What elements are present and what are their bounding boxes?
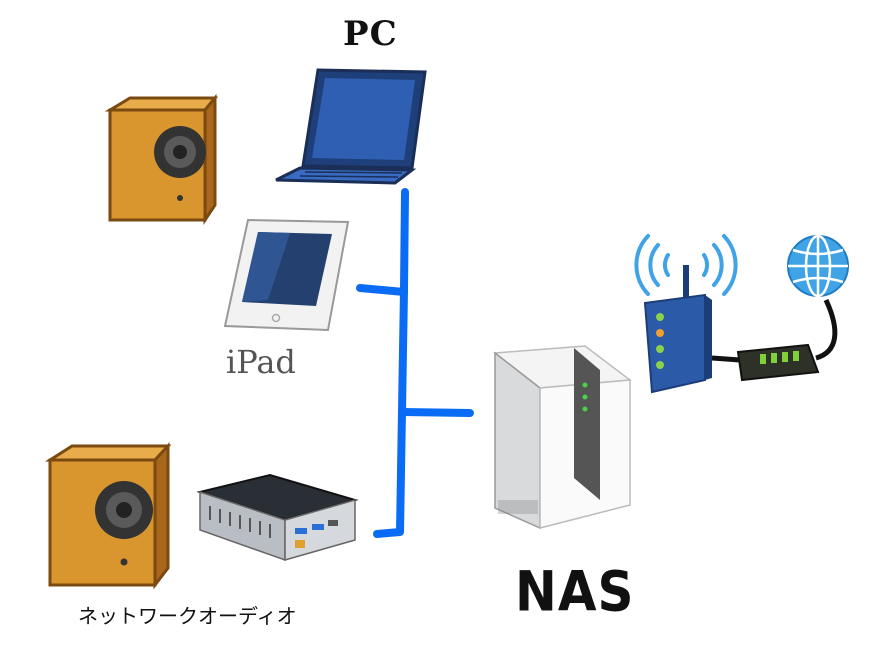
router-icon [643, 265, 712, 394]
nas-label: NAS [515, 560, 635, 624]
pc-label: PC [343, 14, 398, 54]
network-audio-label: ネットワークオーディオ [78, 604, 297, 628]
ipad-branch-line [356, 284, 408, 296]
modem-globe-cable [815, 298, 838, 361]
bus-vertical-line [373, 188, 409, 538]
nas-icon [493, 345, 633, 530]
ipad-label: iPad [226, 343, 296, 381]
modem-icon [736, 343, 820, 382]
speaker-bottom-icon [44, 442, 172, 590]
globe-icon [787, 234, 849, 298]
network-bus-lines [356, 188, 474, 538]
nas-branch-line [399, 408, 474, 417]
router-modem-cable [711, 355, 741, 363]
speaker-top-icon [104, 93, 219, 225]
ipad-icon [223, 218, 350, 332]
laptop-icon [275, 68, 427, 185]
mini-pc-icon [196, 473, 359, 562]
wifi-icon [634, 234, 738, 296]
